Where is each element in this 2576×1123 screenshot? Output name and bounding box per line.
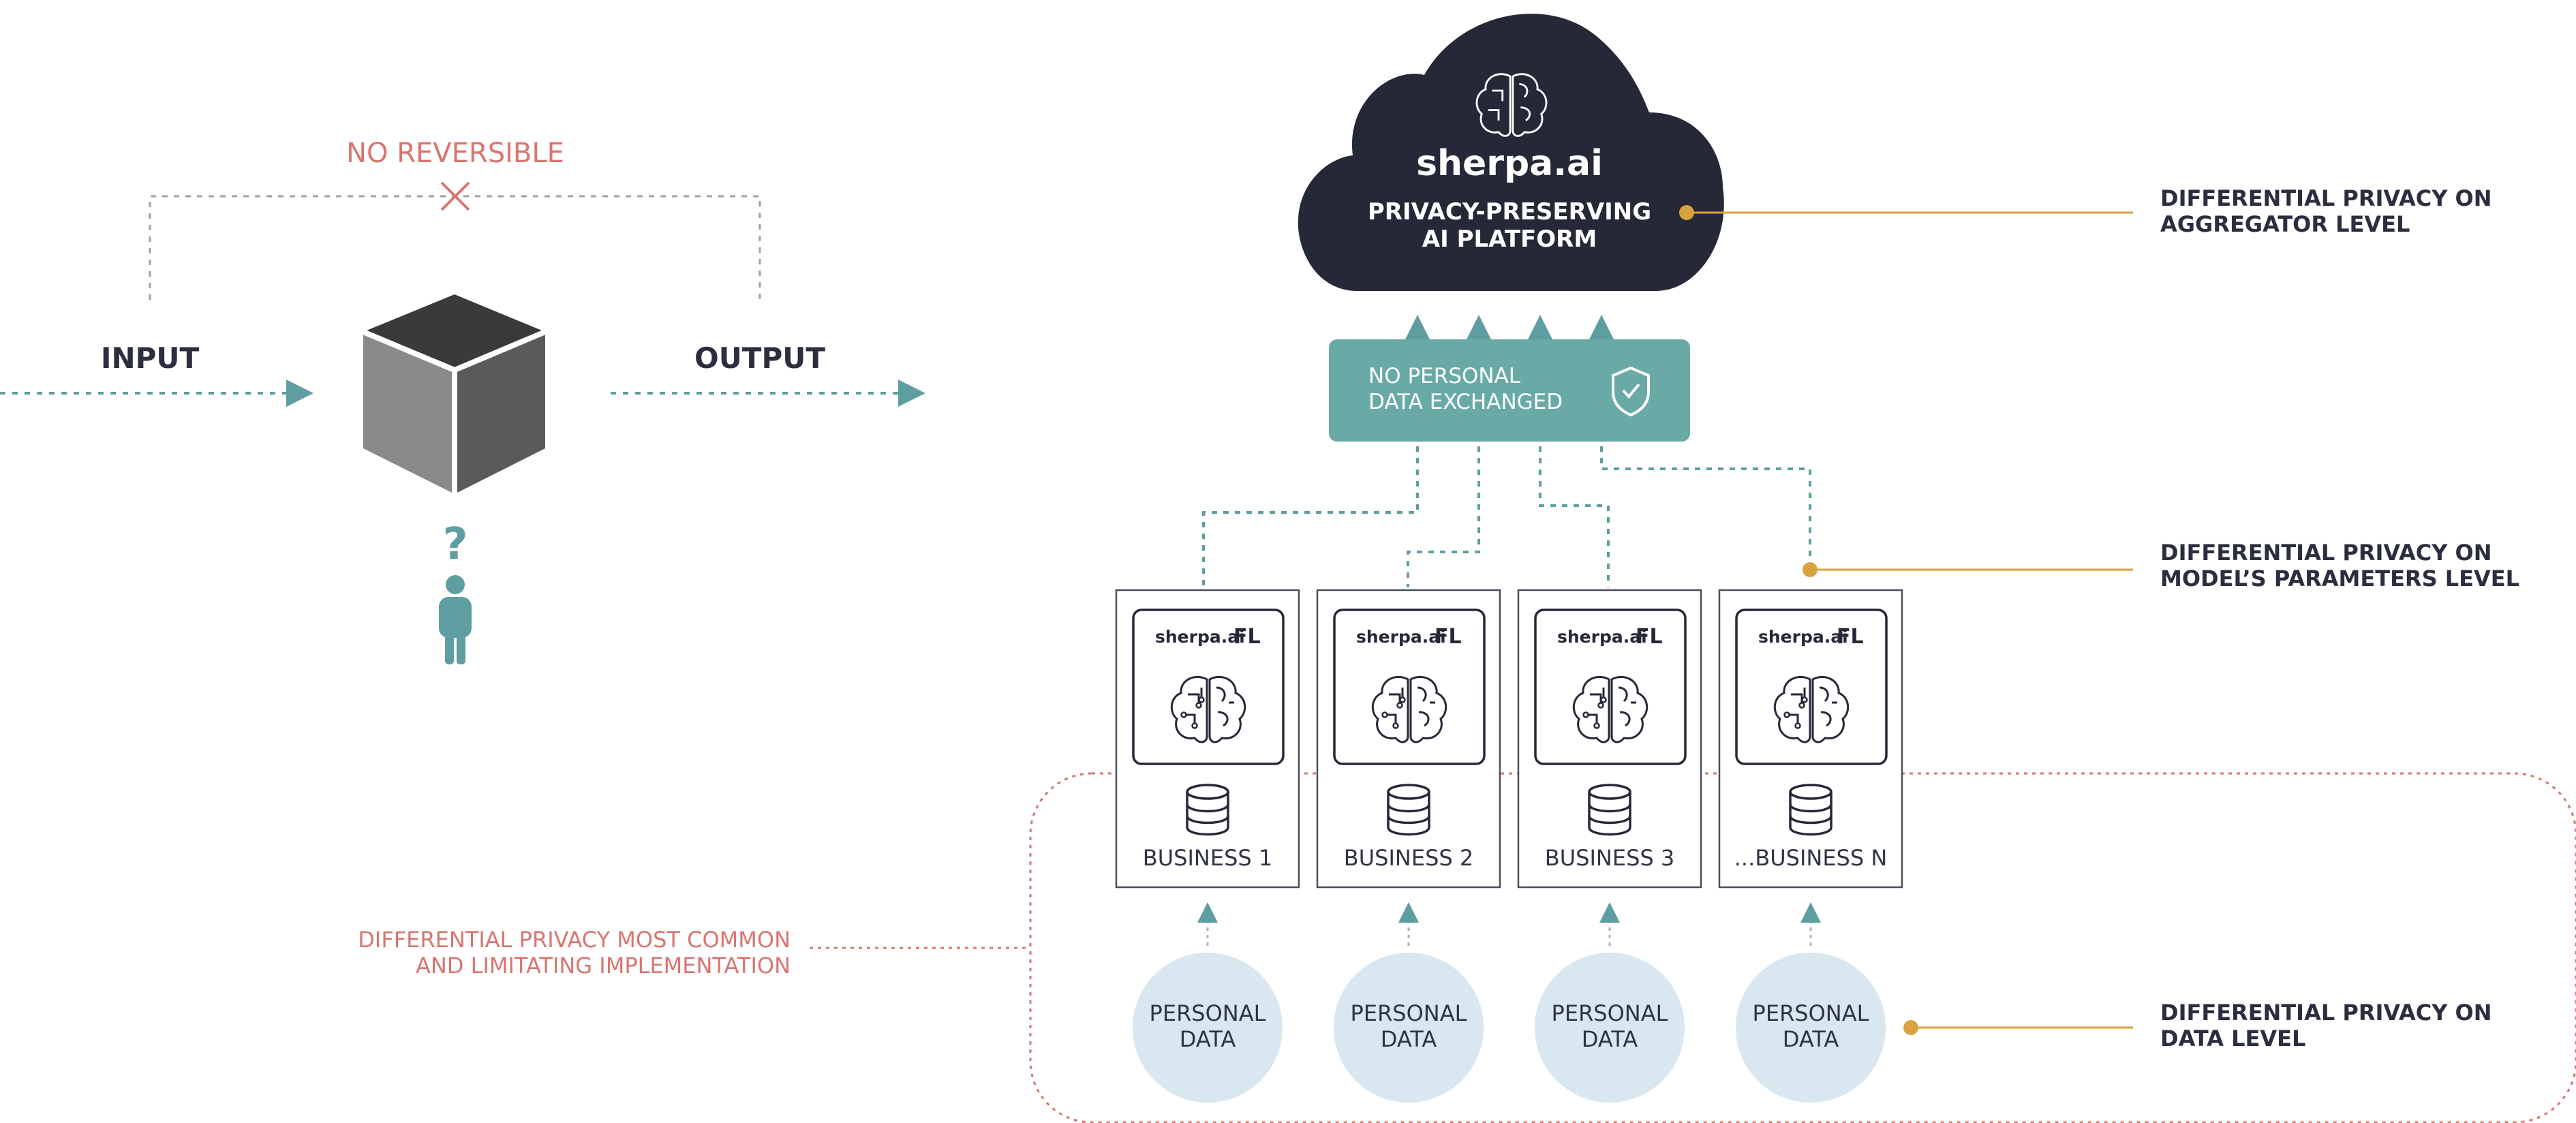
- model-annotation-line1: DIFFERENTIAL PRIVACY ON: [2160, 540, 2492, 566]
- model-annotation-line2: MODEL’S PARAMETERS LEVEL: [2160, 566, 2519, 591]
- personal-data-circle: [1133, 953, 1283, 1103]
- node-connectors: [1202, 446, 1811, 587]
- node-brand: sherpa.ai: [1356, 627, 1446, 647]
- input-label: INPUT: [101, 341, 200, 375]
- data-annotation-line2: DATA LEVEL: [2160, 1026, 2305, 1051]
- cloud-platform-line2: AI PLATFORM: [1422, 226, 1597, 253]
- cloud-brain-icon: [1475, 73, 1548, 137]
- personal-data-line1: PERSONAL: [1753, 1000, 1869, 1026]
- node-fl-tag: FL: [1636, 625, 1663, 649]
- personal-data-line2: DATA: [1381, 1026, 1437, 1052]
- node-fl-tag: FL: [1233, 625, 1261, 649]
- aggregator-annotation-line1: DIFFERENTIAL PRIVACY ON: [2160, 185, 2492, 211]
- exchange-line2: DATA EXCHANGED: [1368, 390, 1563, 414]
- business-label: ...BUSINESS N: [1734, 845, 1888, 871]
- x-mark-icon: [440, 181, 470, 211]
- personal-data-circle: [1736, 953, 1886, 1103]
- cloud-platform-line1: PRIVACY-PRESERVING: [1368, 198, 1651, 226]
- node-brand: sherpa.ai: [1155, 627, 1245, 647]
- business-label: BUSINESS 1: [1143, 845, 1272, 871]
- personal-data-circle: [1334, 953, 1484, 1103]
- node-fl-tag: FL: [1837, 625, 1864, 649]
- personal-data-line1: PERSONAL: [1150, 1000, 1266, 1026]
- person-icon: [439, 575, 472, 664]
- cloud-brand: sherpa.ai: [1416, 143, 1603, 184]
- shield-check-icon: [1612, 366, 1650, 417]
- personal-data-line1: PERSONAL: [1552, 1000, 1668, 1026]
- personal-data-line1: PERSONAL: [1351, 1000, 1467, 1026]
- business-node-2: [1316, 589, 1501, 1103]
- node-brand: sherpa.ai: [1758, 627, 1848, 647]
- question-mark: ?: [442, 519, 467, 570]
- personal-data-circle: [1535, 953, 1685, 1103]
- aggregator-annotation-line2: AGGREGATOR LEVEL: [2160, 211, 2410, 237]
- output-label: OUTPUT: [694, 341, 825, 375]
- black-box-cube-icon: [362, 294, 547, 494]
- no-reversible-bracket: [149, 195, 761, 300]
- business-label: BUSINESS 3: [1545, 845, 1674, 871]
- exchange-line1: NO PERSONAL: [1368, 364, 1521, 388]
- business-node-3: [1517, 589, 1702, 1103]
- common-annotation-line1: DIFFERENTIAL PRIVACY MOST COMMON: [358, 927, 791, 953]
- node-brand: sherpa.ai: [1557, 627, 1647, 647]
- business-label: BUSINESS 2: [1344, 845, 1473, 871]
- data-annotation-line1: DIFFERENTIAL PRIVACY ON: [2160, 1000, 2492, 1026]
- no-reversible-label: NO REVERSIBLE: [346, 138, 564, 169]
- cloud-shape: [1298, 14, 1724, 292]
- personal-data-line2: DATA: [1180, 1026, 1236, 1052]
- node-fl-tag: FL: [1435, 625, 1462, 649]
- upload-arrows: [1404, 315, 1615, 342]
- no-personal-data-box: [1329, 339, 1690, 442]
- common-annotation-line2: AND LIMITATING IMPLEMENTATION: [416, 953, 791, 979]
- cloud-platform: [1298, 14, 1724, 292]
- personal-data-line2: DATA: [1582, 1026, 1638, 1052]
- personal-data-line2: DATA: [1783, 1026, 1839, 1052]
- business-node-4: [1718, 589, 1903, 1103]
- business-node-1: [1115, 589, 1300, 1103]
